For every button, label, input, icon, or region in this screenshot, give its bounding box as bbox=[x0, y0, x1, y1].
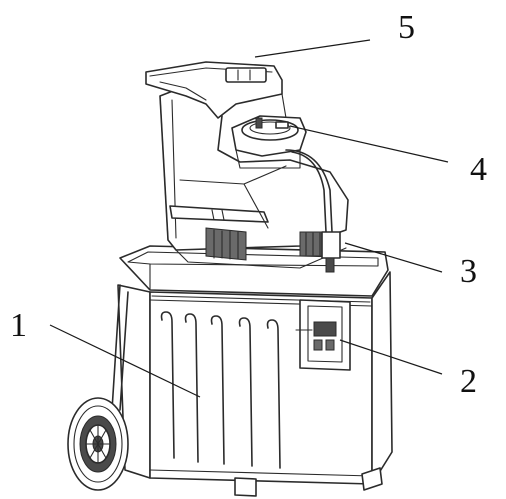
leader-5 bbox=[254, 39, 371, 58]
callout-4: 4 bbox=[470, 151, 487, 188]
power-cable bbox=[285, 149, 341, 273]
callout-2: 2 bbox=[460, 363, 477, 400]
leader-lines bbox=[49, 39, 449, 398]
collection-box bbox=[111, 245, 393, 497]
callout-labels: 1 2 3 4 5 bbox=[10, 9, 487, 400]
leader-4 bbox=[289, 125, 449, 163]
callout-1: 1 bbox=[10, 307, 27, 344]
callout-5: 5 bbox=[398, 9, 415, 46]
wheel bbox=[67, 397, 129, 491]
callout-3: 3 bbox=[460, 253, 477, 290]
leader-1 bbox=[49, 324, 201, 398]
leader-2 bbox=[339, 339, 443, 375]
motor-housing bbox=[159, 81, 349, 269]
switch-housing bbox=[231, 115, 307, 169]
box-latch bbox=[295, 299, 351, 371]
top-handle bbox=[145, 61, 287, 119]
leader-3 bbox=[344, 242, 443, 273]
